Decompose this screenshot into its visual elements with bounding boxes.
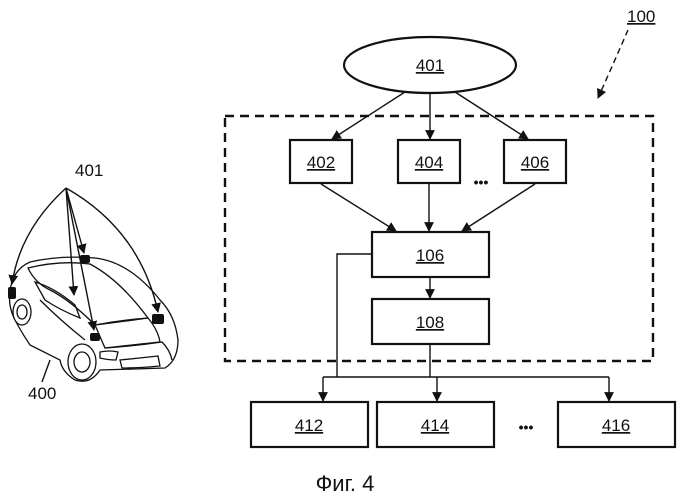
box-412-label: 412 — [295, 416, 323, 435]
system-pointer-arrow — [598, 30, 628, 98]
box-414-label: 414 — [421, 416, 449, 435]
car-label-leader — [42, 360, 50, 382]
car-label: 400 — [28, 384, 56, 403]
system-label: 100 — [627, 7, 655, 26]
ellipsis-bottom: ••• — [519, 419, 534, 435]
car-sensor-label: 401 — [75, 161, 103, 180]
vehicle-illustration — [8, 255, 178, 381]
figure-caption: Фиг. 4 — [316, 471, 375, 496]
ellipsis-top: ••• — [474, 174, 489, 190]
box-404-label: 404 — [415, 153, 443, 172]
source-node-label: 401 — [416, 56, 444, 75]
arrow-406-106 — [462, 184, 535, 231]
box-416-label: 416 — [602, 416, 630, 435]
link-106-to-outputs — [337, 254, 372, 377]
sensor-mirror — [90, 333, 100, 341]
box-402-label: 402 — [307, 153, 335, 172]
sensor-roof — [80, 255, 90, 263]
sensor-front — [152, 314, 164, 324]
box-106-label: 106 — [416, 246, 444, 265]
sensor-rear — [8, 287, 16, 299]
box-406-label: 406 — [521, 153, 549, 172]
box-108-label: 108 — [416, 313, 444, 332]
arrow-402-106 — [321, 184, 396, 231]
car-rear-wheel — [13, 299, 31, 325]
car-front-wheel — [68, 344, 96, 380]
